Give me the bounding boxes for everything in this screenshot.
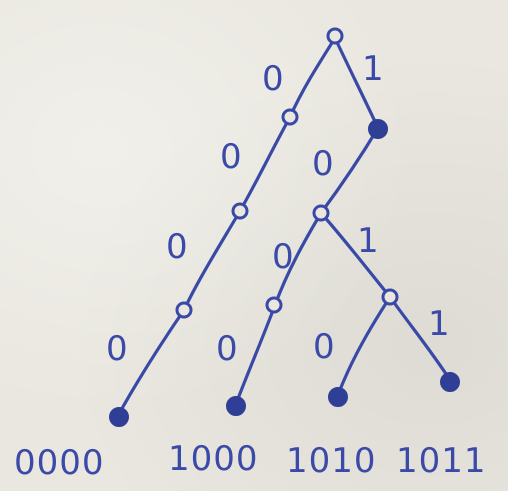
edge-label-r2-right: 1 [357, 221, 379, 261]
leaf-node-1011 [440, 372, 460, 392]
leaf-label-1: 0000 [14, 443, 105, 483]
edge-label-root-left: 0 [262, 59, 284, 99]
edge-root-right [333, 36, 380, 130]
leaf-label-3: 1010 [286, 441, 377, 481]
leaf-node-1010 [328, 387, 348, 407]
edge-r2-left [273, 211, 323, 307]
leaf-node-0000 [109, 407, 129, 427]
node-l1 [281, 108, 299, 126]
node-l2 [231, 202, 249, 220]
edge-r3-left [336, 295, 392, 397]
leaf-label-2: 1000 [168, 439, 259, 479]
edge-r3-right [388, 295, 452, 382]
leaf-label-4: 1011 [396, 441, 487, 481]
edge-l1-down [238, 115, 292, 213]
edge-label-l2-left: 0 [166, 227, 188, 267]
node-r3 [381, 288, 399, 306]
edge-r1-down [319, 126, 380, 215]
node-l3 [175, 301, 193, 319]
edge-l3-down [118, 308, 186, 414]
node-m3 [265, 296, 283, 314]
edge-label-r2-left: 0 [272, 237, 294, 277]
edge-label-r1-left: 0 [312, 144, 334, 184]
edge-label-r3-right: 1 [428, 304, 450, 344]
edge-label-root-right: 1 [362, 49, 384, 89]
leaf-node-1000 [226, 396, 246, 416]
edge-r2-right [319, 211, 392, 299]
node-root [326, 27, 344, 45]
edge-m3-down [234, 303, 277, 406]
edge-label-r3-left: 0 [313, 327, 335, 367]
edge-label-l3-left: 0 [106, 329, 128, 369]
edge-label-l1-left: 0 [220, 137, 242, 177]
edge-label-m3-left: 0 [216, 329, 238, 369]
edge-l2-down [182, 209, 242, 312]
edge-root-left [288, 36, 337, 119]
node-r2 [312, 204, 330, 222]
node-r1 [368, 119, 388, 139]
